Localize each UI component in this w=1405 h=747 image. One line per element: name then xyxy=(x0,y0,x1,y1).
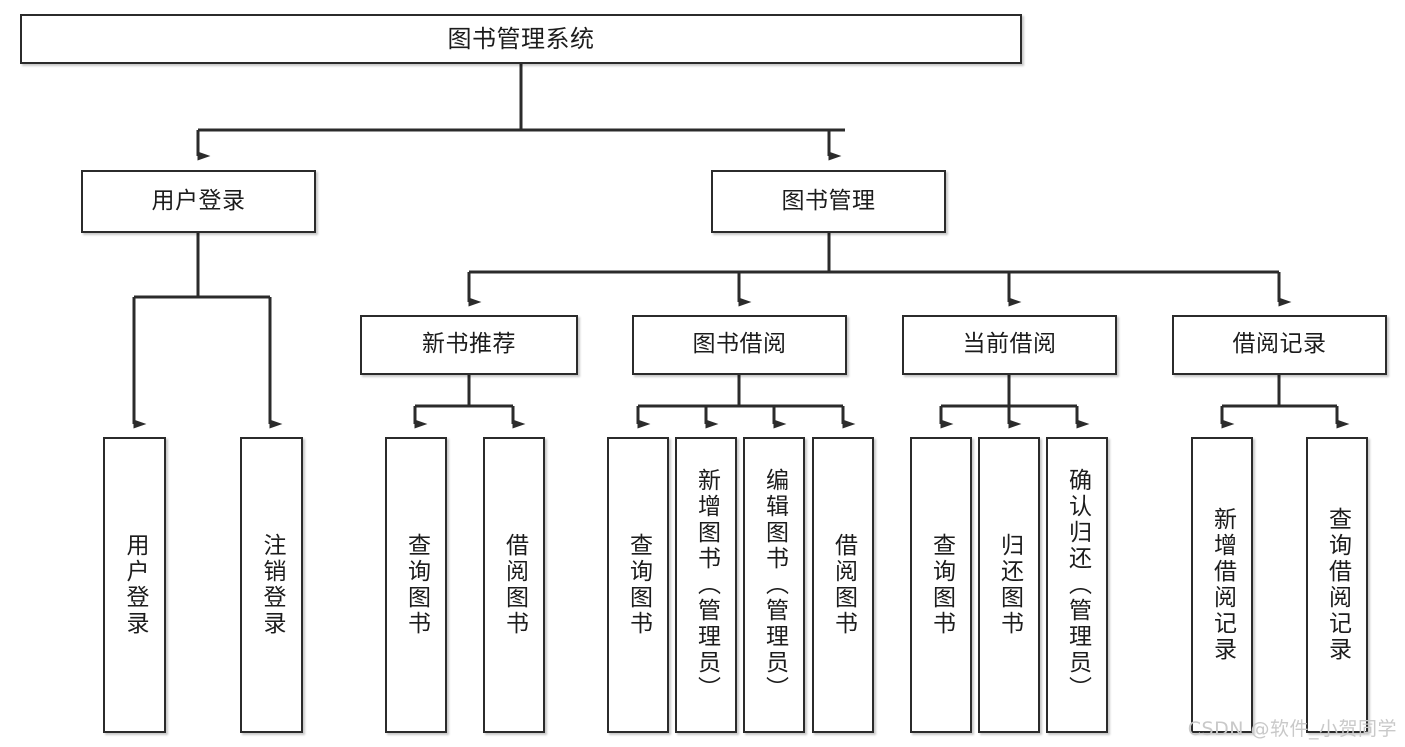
node-label: 借阅记录 xyxy=(1232,331,1327,358)
node-label: 图书管理 xyxy=(781,187,876,214)
leaf-new-book-borrow-book[interactable]: 借阅图书 xyxy=(483,437,545,733)
leaf-new-book-query-book[interactable]: 查询图书 xyxy=(385,437,447,733)
node-label: 借阅图书 xyxy=(501,533,528,637)
node-label: 当前借阅 xyxy=(962,331,1057,358)
node-label: 借阅图书 xyxy=(830,533,857,637)
node-label: 归还图书 xyxy=(996,533,1023,637)
leaf-borrow-record-add-record[interactable]: 新增借阅记录 xyxy=(1191,437,1253,733)
leaf-borrow-record-query-record[interactable]: 查询借阅记录 xyxy=(1306,437,1368,733)
node-label: 新增借阅记录 xyxy=(1209,507,1236,663)
node-label: 确认归还（管理员） xyxy=(1064,468,1091,702)
node-label: 图书管理系统 xyxy=(447,24,595,53)
node-label: 新增图书（管理员） xyxy=(693,468,720,702)
leaf-user-login-login[interactable]: 用户登录 xyxy=(103,437,166,733)
node-book-management-system[interactable]: 图书管理系统 xyxy=(20,14,1022,64)
csdn-watermark: CSDN @软件_小贺同学 xyxy=(1187,718,1397,740)
leaf-user-login-logout[interactable]: 注销登录 xyxy=(240,437,303,733)
node-label: 图书借阅 xyxy=(692,331,787,358)
node-label: 注销登录 xyxy=(259,533,285,637)
node-current-borrow[interactable]: 当前借阅 xyxy=(902,315,1117,375)
node-book-borrow[interactable]: 图书借阅 xyxy=(632,315,847,375)
node-user-login[interactable]: 用户登录 xyxy=(81,170,316,233)
leaf-current-borrow-return-book[interactable]: 归还图书 xyxy=(978,437,1040,733)
leaf-current-borrow-confirm-return-admin[interactable]: 确认归还（管理员） xyxy=(1046,437,1108,733)
node-borrow-record[interactable]: 借阅记录 xyxy=(1172,315,1387,375)
node-label: 查询借阅记录 xyxy=(1324,507,1351,663)
node-new-book-recommend[interactable]: 新书推荐 xyxy=(360,315,578,375)
node-label: 用户登录 xyxy=(151,187,246,214)
node-label: 编辑图书（管理员） xyxy=(761,468,788,702)
node-book-management[interactable]: 图书管理 xyxy=(711,170,946,233)
leaf-current-borrow-query-book[interactable]: 查询图书 xyxy=(910,437,972,733)
node-label: 查询图书 xyxy=(403,533,430,637)
node-label: 用户登录 xyxy=(122,533,148,637)
leaf-book-borrow-edit-book-admin[interactable]: 编辑图书（管理员） xyxy=(743,437,805,733)
node-label: 查询图书 xyxy=(625,533,652,637)
node-label: 查询图书 xyxy=(928,533,955,637)
leaf-book-borrow-add-book-admin[interactable]: 新增图书（管理员） xyxy=(675,437,737,733)
leaf-book-borrow-borrow-book[interactable]: 借阅图书 xyxy=(812,437,874,733)
node-label: 新书推荐 xyxy=(422,331,516,358)
leaf-book-borrow-query-book[interactable]: 查询图书 xyxy=(607,437,669,733)
